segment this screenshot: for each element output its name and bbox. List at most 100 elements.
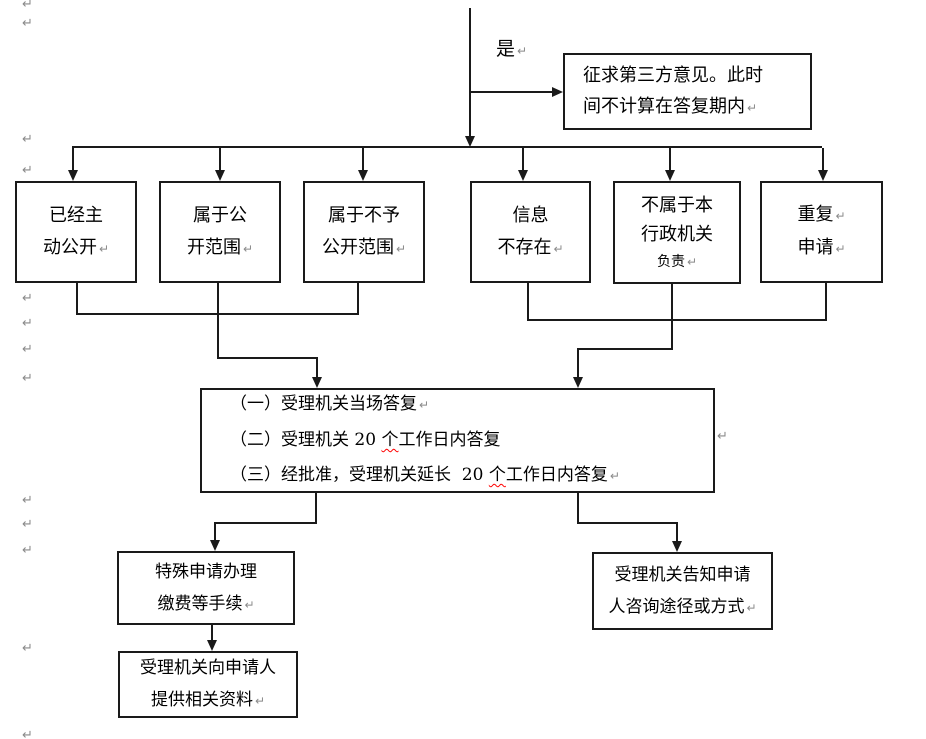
box-repeat-request: 重复↵ 申请↵ bbox=[760, 181, 883, 283]
paragraph-mark-icon: ↵ bbox=[395, 241, 407, 256]
connector-right-into-reply bbox=[577, 348, 579, 377]
connector-left-drop-1 bbox=[76, 282, 78, 315]
box-public-scope: 属于公 开范围↵ bbox=[159, 181, 281, 283]
connector-left-drop-3 bbox=[357, 282, 359, 315]
box-text: 不属于本 bbox=[641, 194, 713, 216]
paragraph-mark-icon: ↵ bbox=[22, 0, 33, 12]
box-inform-applicant: 受理机关告知申请 人咨询途径或方式↵ bbox=[592, 552, 773, 630]
paragraph-mark-icon: ↵ bbox=[22, 641, 33, 656]
paragraph-mark-icon: ↵ bbox=[22, 493, 33, 508]
connector-into-provide bbox=[211, 625, 213, 640]
paragraph-mark-icon: ↵ bbox=[22, 517, 33, 532]
paragraph-mark-icon: ↵ bbox=[746, 600, 757, 615]
arrowhead-down-icon bbox=[518, 170, 528, 181]
connector-right-lower-step bbox=[577, 522, 678, 524]
box-text: 属于不予 bbox=[328, 204, 400, 226]
arrowhead-down-icon bbox=[68, 170, 78, 181]
box-provide-material: 受理机关向申请人 提供相关资料↵ bbox=[118, 651, 298, 718]
box-text: 受理机关向申请人 bbox=[140, 658, 276, 678]
box-text: 开范围 bbox=[186, 236, 241, 258]
connector-right-drop-4 bbox=[527, 282, 529, 321]
box-text: 已经主 bbox=[49, 204, 103, 226]
arrowhead-down-icon bbox=[573, 377, 583, 388]
box-text: 行政机关 bbox=[641, 223, 713, 245]
arrowhead-down-icon bbox=[818, 170, 828, 181]
connector-top-vertical bbox=[469, 8, 471, 136]
connector-branch-6 bbox=[822, 148, 824, 170]
paragraph-mark-icon: ↵ bbox=[22, 543, 33, 558]
connector-left-drop-2 bbox=[217, 282, 219, 359]
connector-right-join bbox=[527, 319, 827, 321]
connector-into-inform bbox=[676, 522, 678, 541]
paragraph-mark-icon: ↵ bbox=[22, 316, 33, 331]
box-text: （三）经批准，受理机关延长 20 bbox=[230, 465, 489, 485]
arrowhead-down-icon bbox=[210, 540, 220, 551]
box-info-not-exist: 信息 不存在↵ bbox=[470, 181, 591, 283]
connector-left-into-reply bbox=[316, 357, 318, 377]
box-text: 特殊申请办理 bbox=[155, 561, 257, 582]
box-text: 不存在 bbox=[497, 236, 552, 258]
paragraph-mark-icon: ↵ bbox=[244, 597, 255, 612]
box-text: 动公开 bbox=[42, 236, 97, 258]
paragraph-mark-icon: ↵ bbox=[835, 209, 846, 223]
paragraph-mark-icon: ↵ bbox=[22, 132, 33, 147]
connector-branch-5 bbox=[669, 148, 671, 170]
box-text: 负责 bbox=[656, 253, 685, 270]
box-text: （一）受理机关当场答复 bbox=[230, 394, 417, 414]
box-special-procedure: 特殊申请办理 缴费等手续↵ bbox=[117, 551, 295, 625]
arrowhead-down-icon bbox=[665, 170, 675, 181]
spellcheck-flagged-text: 个 bbox=[488, 465, 506, 485]
box-text: 工作日内答复 bbox=[505, 465, 608, 485]
connector-reply-down-left bbox=[315, 493, 317, 524]
paragraph-mark-icon: ↵ bbox=[517, 44, 528, 58]
box-already-public: 已经主 动公开↵ bbox=[15, 181, 137, 283]
connector-main-bus bbox=[72, 146, 822, 148]
arrowhead-down-icon bbox=[358, 170, 368, 181]
box-text: 征求第三方意见。此时 bbox=[583, 64, 763, 86]
box-text: 受理机关告知申请 bbox=[614, 564, 751, 585]
box-text: 重复 bbox=[797, 204, 834, 225]
yes-label: 是↵ bbox=[496, 34, 527, 61]
paragraph-mark-icon: ↵ bbox=[747, 100, 758, 115]
connector-into-special bbox=[214, 522, 216, 540]
yes-text: 是 bbox=[496, 38, 516, 60]
box-text: 信息 bbox=[512, 204, 549, 226]
box-text: 缴费等手续 bbox=[157, 593, 243, 614]
box-non-public-scope: 属于不予 公开范围↵ bbox=[303, 181, 425, 283]
paragraph-mark-icon: ↵ bbox=[686, 254, 698, 269]
connector-right-drop-6 bbox=[825, 282, 827, 321]
connector-branch-3 bbox=[362, 148, 364, 170]
box-not-this-agency: 不属于本 行政机关 负责↵ bbox=[613, 181, 741, 284]
box-third-party-opinion: 征求第三方意见。此时 间不计算在答复期内↵ bbox=[563, 53, 812, 130]
paragraph-mark-icon: ↵ bbox=[22, 16, 33, 31]
arrowhead-down-icon bbox=[672, 541, 682, 552]
reply-line-1: （一）受理机关当场答复↵ bbox=[230, 387, 429, 423]
paragraph-mark-icon: ↵ bbox=[22, 371, 33, 386]
box-text: 工作日内答复 bbox=[398, 430, 501, 450]
arrowhead-down-icon bbox=[207, 640, 217, 651]
box-text: 申请 bbox=[797, 237, 834, 258]
arrowhead-down-icon bbox=[215, 170, 225, 181]
connector-branch-2 bbox=[219, 148, 221, 170]
connector-right-step bbox=[577, 348, 673, 350]
paragraph-mark-icon: ↵ bbox=[98, 241, 110, 256]
arrowhead-down-icon bbox=[465, 136, 475, 147]
box-text: 提供相关资料 bbox=[150, 690, 253, 710]
paragraph-mark-icon: ↵ bbox=[22, 728, 33, 739]
connector-right-drop-5 bbox=[671, 282, 673, 350]
box-text: （二）受理机关 20 bbox=[230, 430, 382, 450]
paragraph-mark-icon: ↵ bbox=[22, 291, 33, 306]
box-reply-options: （一）受理机关当场答复↵ （二）受理机关 20 个工作日内答复 （三）经批准，受… bbox=[200, 388, 715, 493]
arrowhead-down-icon bbox=[312, 377, 322, 388]
reply-line-3: （三）经批准，受理机关延长 20 个工作日内答复↵ bbox=[230, 458, 620, 494]
box-text: 人咨询途径或方式 bbox=[608, 596, 745, 617]
paragraph-mark-icon: ↵ bbox=[22, 163, 33, 178]
connector-yes-horizontal bbox=[470, 91, 553, 93]
paragraph-mark-icon: ↵ bbox=[835, 242, 846, 256]
connector-reply-down-right bbox=[577, 493, 579, 524]
paragraph-mark-icon: ↵ bbox=[717, 429, 728, 444]
paragraph-mark-icon: ↵ bbox=[609, 469, 620, 483]
connector-branch-4 bbox=[522, 148, 524, 170]
box-text: 间不计算在答复期内 bbox=[583, 95, 745, 117]
box-text: 公开范围 bbox=[321, 236, 394, 258]
